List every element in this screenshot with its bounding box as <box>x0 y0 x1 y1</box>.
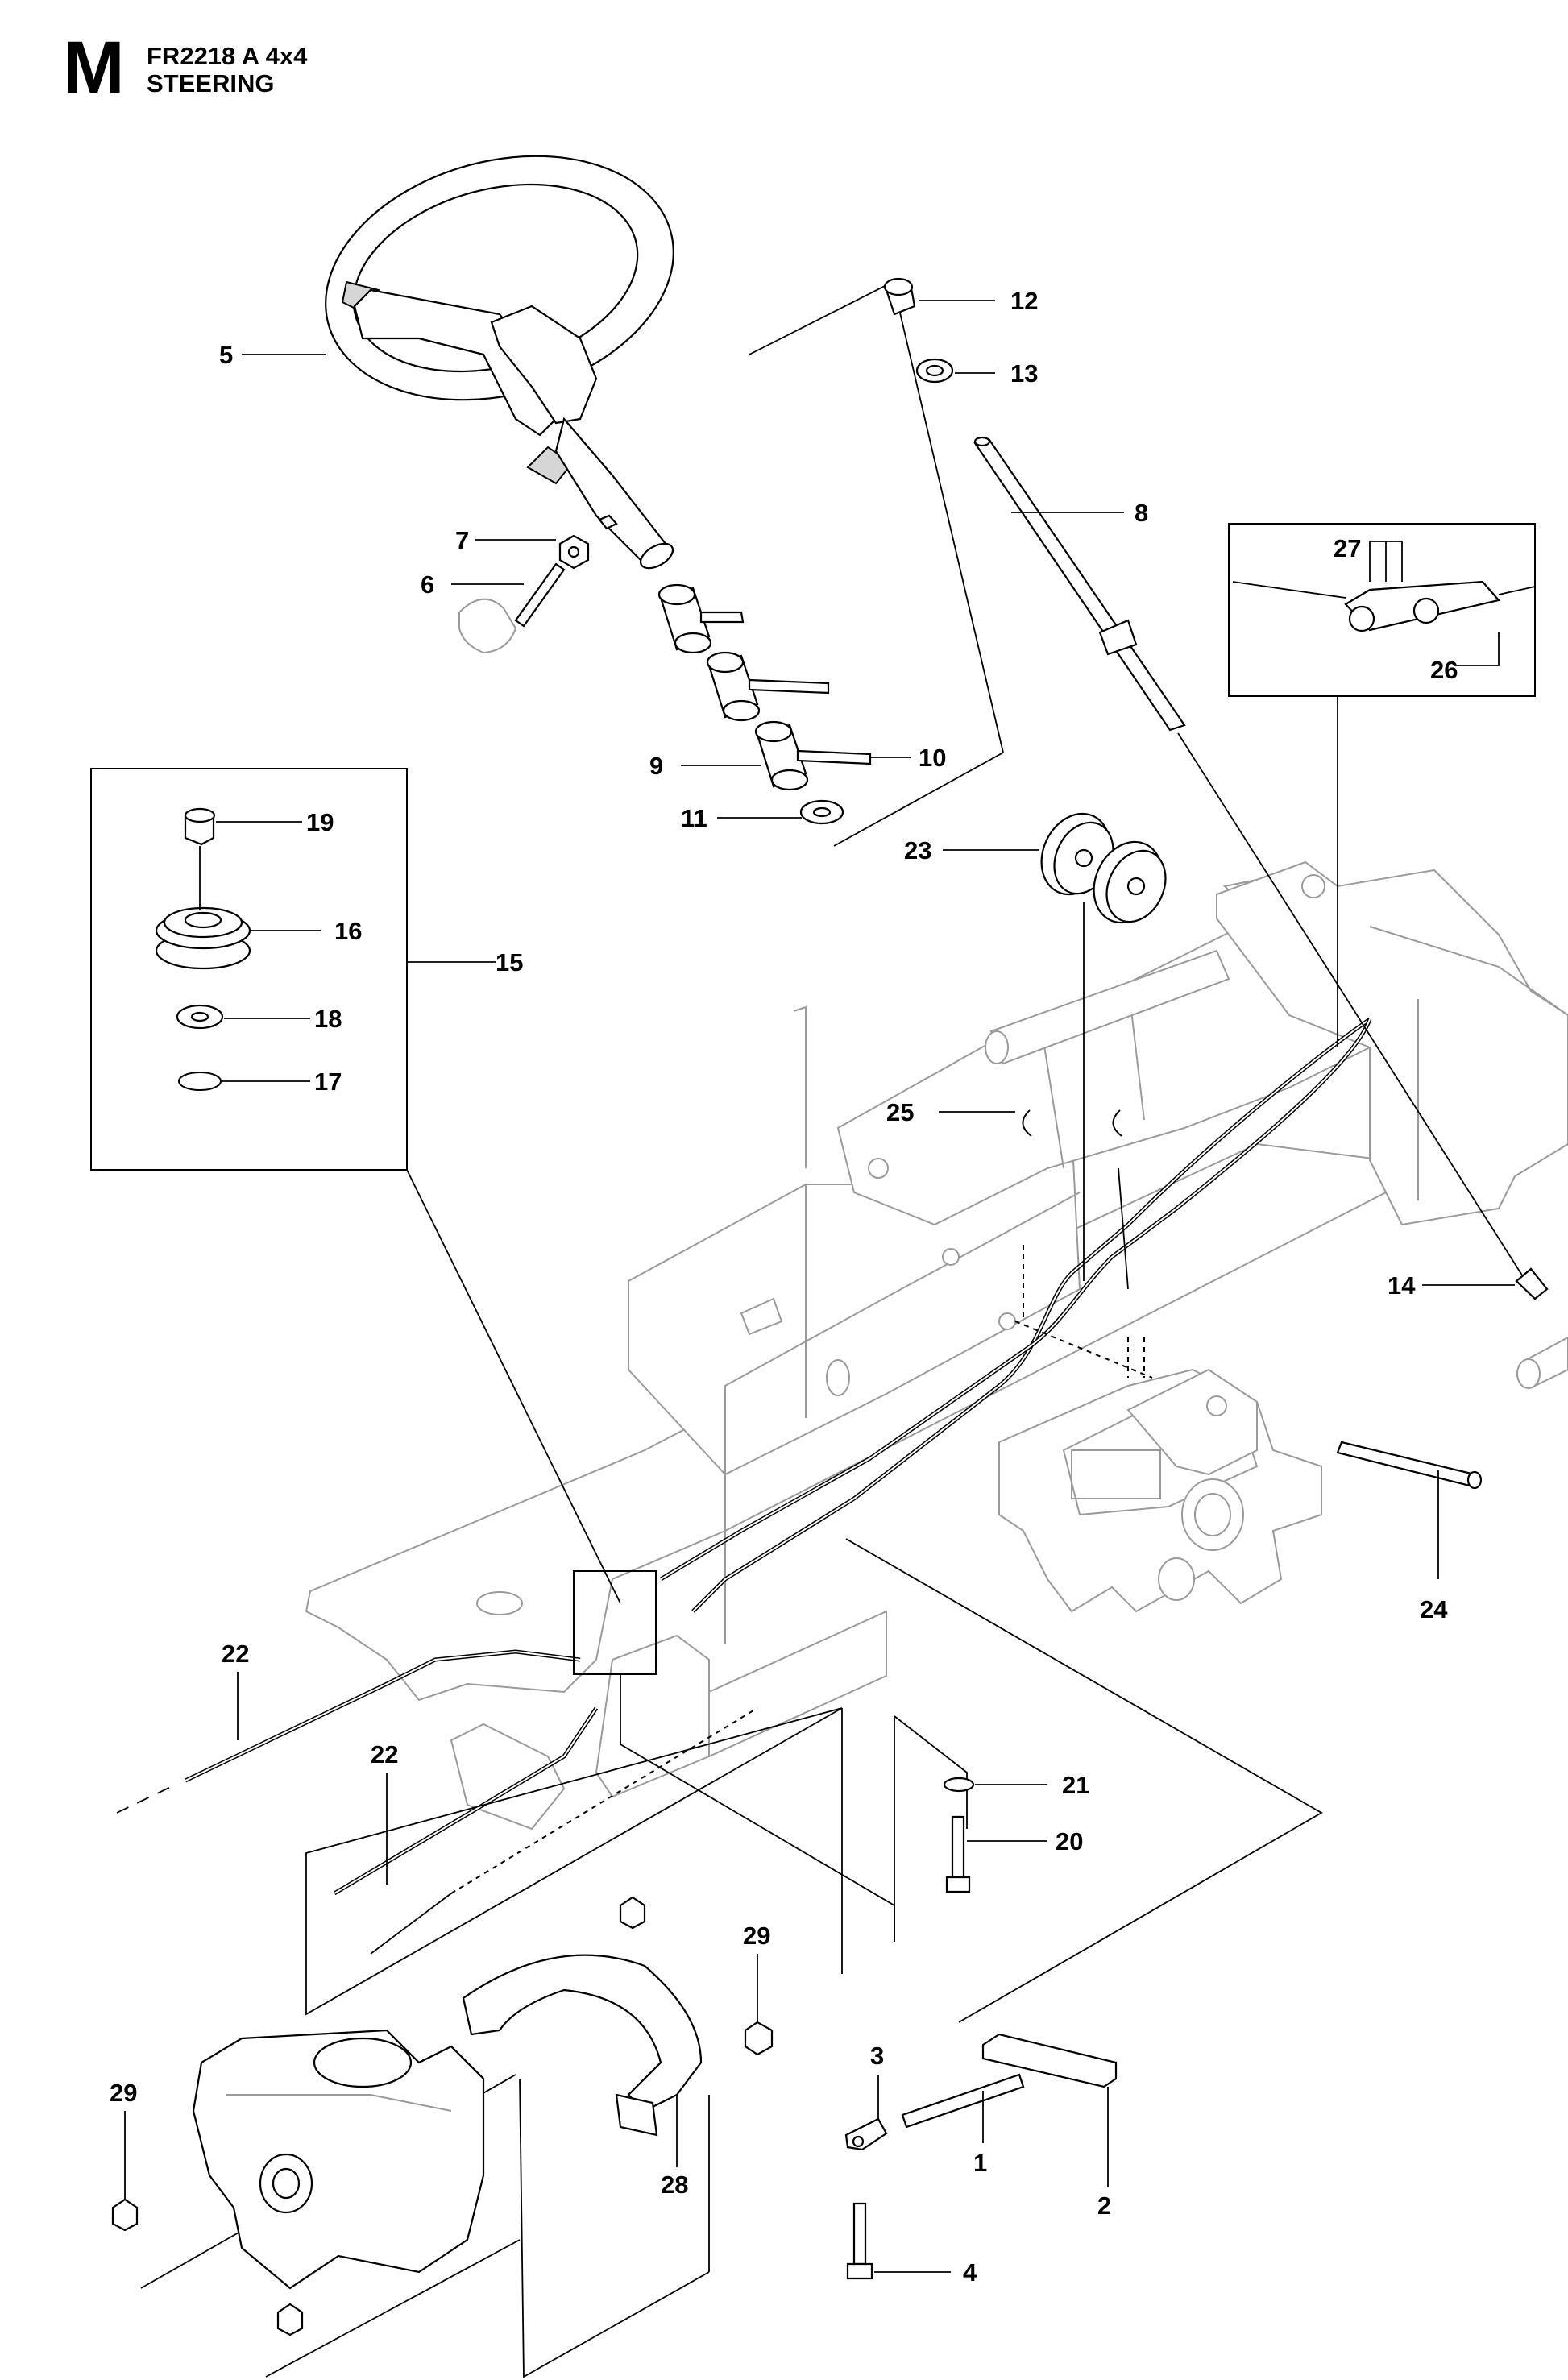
steering-wheel <box>325 155 674 570</box>
callout-21: 21 <box>1062 1771 1089 1799</box>
tensioner-parts <box>844 2033 1118 2280</box>
callout-labels: 5 7 6 12 13 8 9 10 11 23 25 14 24 27 26 … <box>110 287 1458 2287</box>
assembly-lines <box>90 280 1536 2378</box>
callout-16: 16 <box>334 917 362 945</box>
callout-18: 18 <box>314 1005 342 1033</box>
callout-20: 20 <box>1056 1827 1083 1855</box>
callout-23: 23 <box>904 836 931 865</box>
callout-5: 5 <box>219 341 233 369</box>
section-letter: M <box>63 27 125 109</box>
callout-29-left: 29 <box>110 2079 137 2107</box>
idler-pulleys <box>1022 812 1167 1137</box>
callout-1: 1 <box>973 2149 987 2177</box>
callout-11: 11 <box>681 804 707 832</box>
chassis-frame <box>305 860 1568 1831</box>
callout-13: 13 <box>1010 359 1038 388</box>
column-hardware <box>458 514 872 825</box>
model-number: FR2218 A 4x4 <box>147 42 308 70</box>
callout-8: 8 <box>1135 499 1148 527</box>
callout-26: 26 <box>1430 656 1458 684</box>
callout-10: 10 <box>919 744 946 772</box>
callout-22-upper: 22 <box>222 1640 249 1668</box>
callout-17: 17 <box>314 1068 342 1096</box>
steering-cable <box>116 1017 1372 1896</box>
callout-7: 7 <box>455 526 469 554</box>
callout-15: 15 <box>496 948 523 976</box>
callout-4: 4 <box>963 2258 977 2287</box>
callout-24: 24 <box>1420 1595 1448 1623</box>
pivot-bolt-and-pin <box>1336 1267 1549 1490</box>
mounting-bolt <box>943 1777 975 1893</box>
callout-25: 25 <box>886 1098 914 1126</box>
callout-leaders <box>124 300 1515 2273</box>
gearbox-and-clamp <box>111 1896 774 2336</box>
callout-19: 19 <box>306 808 334 836</box>
callout-6: 6 <box>421 570 434 599</box>
callout-9: 9 <box>649 752 663 780</box>
callout-3: 3 <box>870 2042 884 2070</box>
callout-29-right: 29 <box>743 1922 770 1950</box>
cable-clamp-detail <box>1232 580 1536 632</box>
callout-28: 28 <box>661 2171 688 2199</box>
callout-22-lower: 22 <box>371 1740 398 1768</box>
pulley-assembly-detail <box>155 807 251 1091</box>
page-title: STEERING <box>147 69 275 97</box>
callout-12: 12 <box>1010 287 1038 315</box>
callout-27: 27 <box>1334 534 1361 562</box>
callout-14: 14 <box>1388 1271 1416 1300</box>
callout-2: 2 <box>1097 2191 1111 2220</box>
